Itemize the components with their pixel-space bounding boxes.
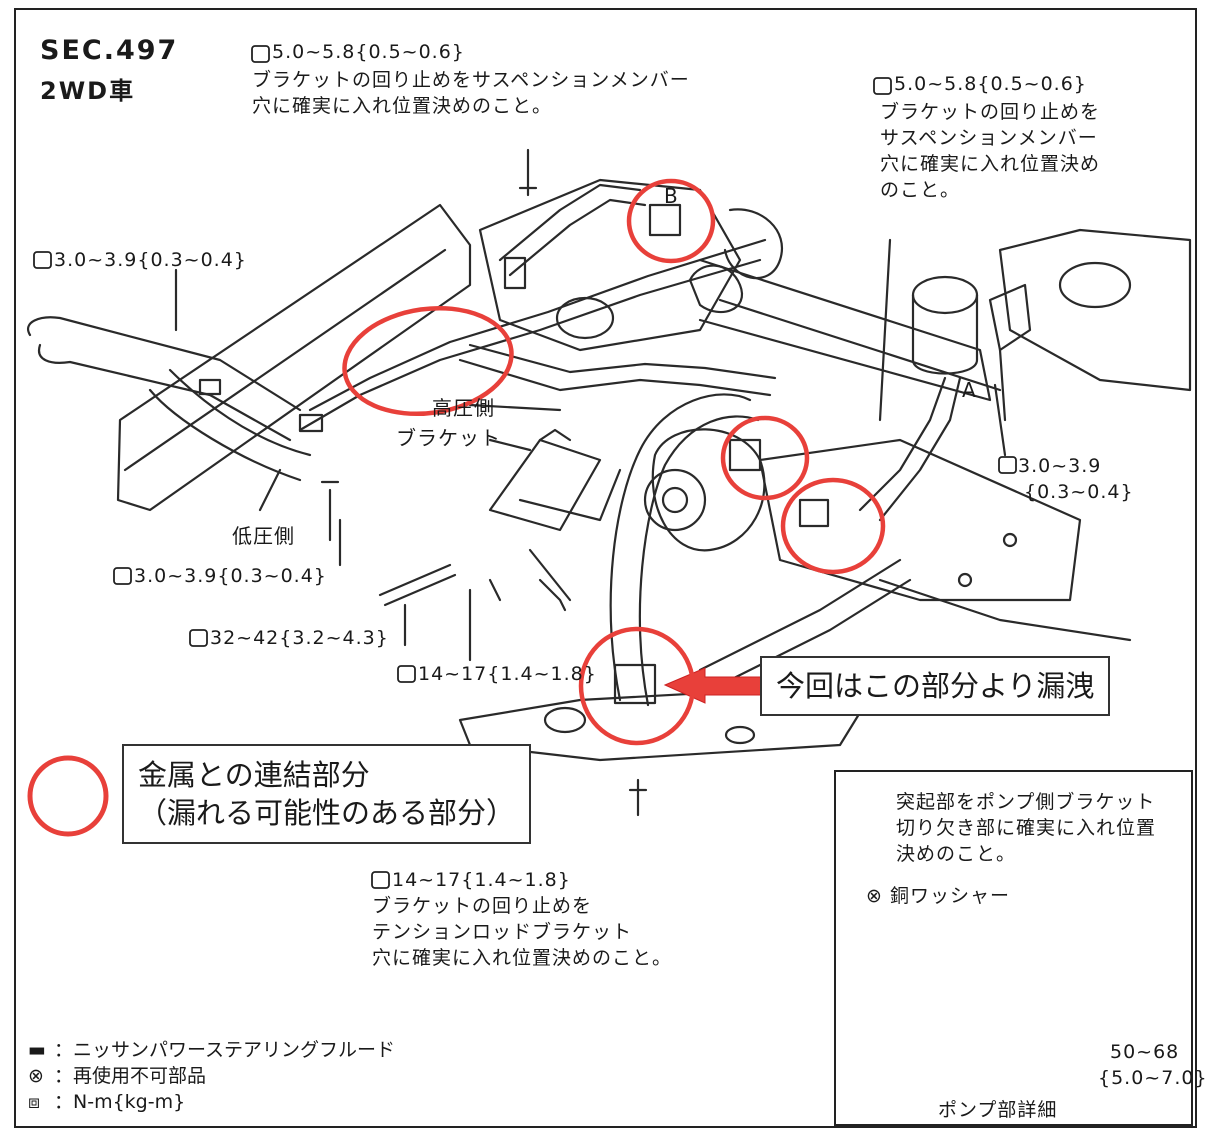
- copper-washer-text: 銅ワッシャー: [889, 885, 1010, 907]
- copper-washer-label: ⊗ 銅ワッシャー: [866, 885, 1010, 907]
- nonreusable-icon: ⊗: [28, 1065, 44, 1087]
- torque-bolt: 32~42{3.2~4.3}: [210, 627, 389, 649]
- circle-legend-line-2: （漏れる可能性のある部分）: [138, 796, 516, 830]
- section-number: SEC.497: [40, 35, 179, 66]
- legend-fluid: ▬ ：ニッサンパワーステアリングフルード: [28, 1038, 395, 1062]
- torque-left-top: 3.0~3.9{0.3~0.4}: [54, 249, 247, 271]
- torque-top-right-value: 5.0~5.8{0.5~0.6}: [894, 73, 1087, 95]
- torque-top-center-note-1: ブラケットの回り止めをサスペンションメンバー: [252, 69, 690, 91]
- torque-top-right-note-1: ブラケットの回り止めを: [880, 101, 1101, 123]
- torque-top-right-note-2: サスペンションメンバー: [880, 127, 1098, 149]
- torque-center: 14~17{1.4~1.8}: [418, 663, 597, 685]
- torque-bottom-value: 14~17{1.4~1.8}: [392, 869, 571, 891]
- torque-right-mid-1: 3.0~3.9: [1018, 455, 1102, 477]
- inset-torque-2: {5.0~7.0}: [1098, 1067, 1208, 1089]
- torque-bottom-note-1: ブラケットの回り止めを: [372, 895, 593, 917]
- leak-callout: 今回はこの部分より漏洩: [760, 656, 1111, 716]
- point-b-label: B: [664, 184, 679, 208]
- torque-bottom-note-3: 穴に確実に入れ位置決めのこと。: [372, 947, 673, 969]
- legend-nonreusable-text: ：再使用不可部品: [54, 1065, 207, 1087]
- legend-nonreusable: ⊗ ：再使用不可部品: [28, 1064, 206, 1088]
- legend-circle-marker: [27, 755, 109, 837]
- torque-top-center-note-2: 穴に確実に入れ位置決めのこと。: [252, 95, 553, 117]
- inset-torque-1: 50~68: [1110, 1041, 1180, 1063]
- inset-note-3: 決めのこと。: [896, 843, 1017, 865]
- legend-unit-text: ：N-m{kg-m}: [54, 1091, 186, 1113]
- torque-top-center-value: 5.0~5.8{0.5~0.6}: [272, 41, 465, 63]
- fluid-icon: ▬: [28, 1039, 46, 1061]
- legend-fluid-text: ：ニッサンパワーステアリングフルード: [54, 1039, 396, 1061]
- circle-legend-box: 金属との連結部分 （漏れる可能性のある部分）: [122, 744, 532, 844]
- vehicle-type: 2WD車: [40, 77, 136, 105]
- inset-caption: ポンプ部詳細: [938, 1099, 1058, 1121]
- torque-bottom-note-2: テンションロッドブラケット: [372, 921, 633, 943]
- inset-note-1: 突起部をポンプ側ブラケット: [896, 791, 1156, 813]
- torque-top-right-note-3: 穴に確実に入れ位置決め: [880, 153, 1101, 175]
- torque-top-right-note-4: のこと。: [880, 179, 961, 201]
- low-pressure-label: 低圧側: [232, 524, 295, 548]
- leak-callout-text: 今回はこの部分より漏洩: [776, 669, 1095, 703]
- torque-icon: ⧈: [28, 1091, 41, 1113]
- pump-detail-inset: [834, 770, 1193, 1126]
- high-pressure-label: 高圧側: [432, 396, 495, 420]
- torque-left-bottom: 3.0~3.9{0.3~0.4}: [134, 565, 327, 587]
- bracket-label: ブラケット: [396, 426, 501, 450]
- circle-legend-line-1: 金属との連結部分: [138, 758, 370, 792]
- diagram-frame: [14, 8, 1197, 1128]
- leak-arrow: [663, 667, 763, 704]
- point-a-label: A: [962, 378, 977, 402]
- inset-note-2: 切り欠き部に確実に入れ位置: [896, 817, 1157, 839]
- torque-right-mid-2: {0.3~0.4}: [1024, 481, 1134, 503]
- legend-unit: ⧈ ：N-m{kg-m}: [28, 1090, 185, 1114]
